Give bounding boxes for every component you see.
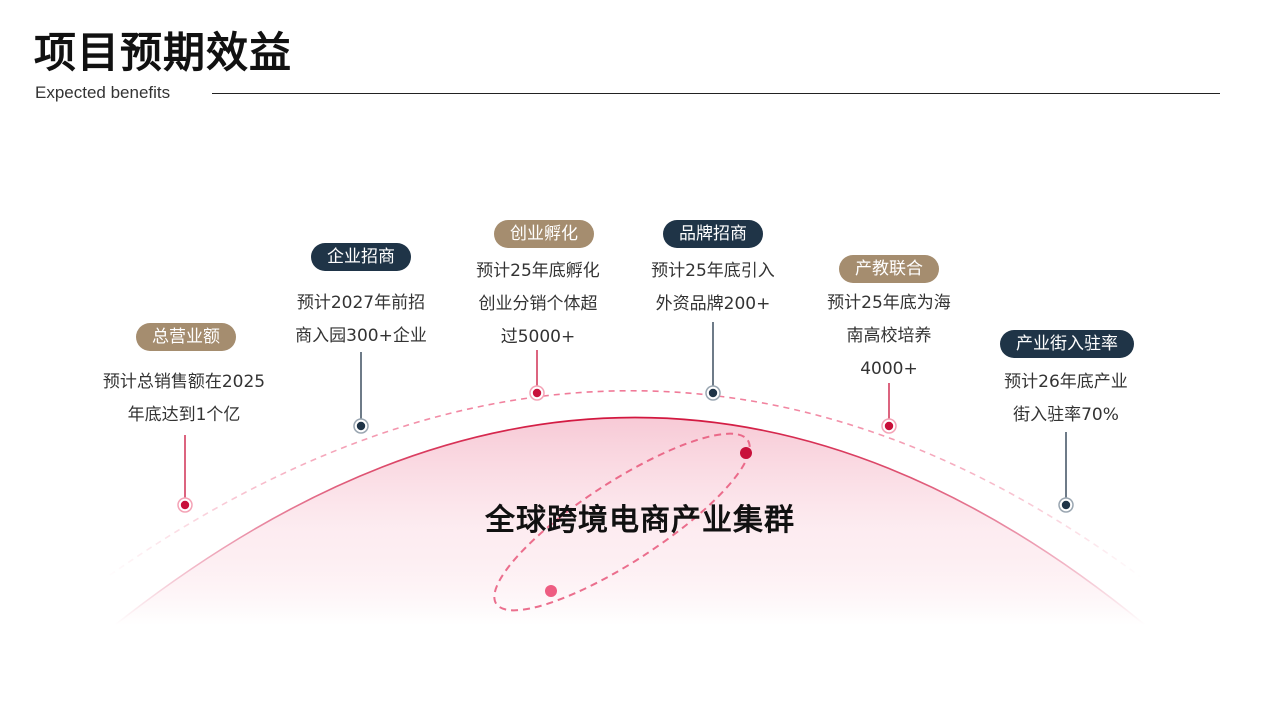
desc-line: 商入园300+企业	[295, 326, 427, 346]
desc-enterprise-investment: 预计2027年前招 商入园300+企业	[261, 287, 461, 353]
dome-outline	[114, 416, 1146, 626]
badge-occupancy-rate: 产业街入驻率	[1000, 330, 1134, 358]
cluster-title: 全球跨境电商产业集群	[485, 503, 795, 538]
marker-dot	[532, 388, 542, 398]
desc-line: 外资品牌200+	[655, 294, 771, 314]
desc-line: 预计25年底引入	[651, 261, 775, 281]
desc-brand-investment: 预计25年底引入 外资品牌200+	[613, 255, 813, 321]
badge-enterprise-investment: 企业招商	[311, 243, 411, 271]
desc-line: 预计2027年前招	[296, 293, 426, 313]
desc-line: 预计26年底产业	[1004, 372, 1128, 392]
orbit-ellipse	[493, 432, 751, 612]
desc-occupancy-rate: 预计26年底产业 街入驻率70%	[966, 366, 1166, 432]
badge-startup-incubation: 创业孵化	[494, 220, 594, 248]
marker-dot	[1061, 500, 1071, 510]
page-title: 项目预期效益	[34, 28, 293, 77]
desc-line: 年底达到1个亿	[127, 405, 241, 425]
desc-line: 街入驻率70%	[1013, 405, 1119, 425]
page-subtitle: Expected benefits	[35, 83, 171, 102]
marker-dot	[884, 421, 894, 431]
orbit-dot-bottom	[545, 585, 557, 597]
desc-line: 南高校培养	[846, 326, 932, 346]
desc-line: 4000+	[860, 359, 918, 379]
desc-line: 预计总销售额在2025	[102, 372, 266, 392]
desc-line: 预计25年底为海	[827, 293, 951, 313]
desc-line: 过5000+	[500, 327, 576, 347]
dome	[115, 417, 1145, 625]
badge-brand-investment: 品牌招商	[663, 220, 763, 248]
badge-total-revenue: 总营业额	[136, 323, 236, 351]
desc-line: 预计25年底孵化	[476, 261, 600, 281]
marker-dot	[180, 500, 190, 510]
desc-total-revenue: 预计总销售额在2025 年底达到1个亿	[84, 366, 284, 432]
desc-startup-incubation: 预计25年底孵化 创业分销个体超 过5000+	[438, 255, 638, 354]
desc-industry-education: 预计25年底为海 南高校培养 4000+	[789, 287, 989, 386]
orbit-dot-top	[740, 447, 752, 459]
outer-dashed-arc	[109, 390, 1143, 579]
desc-line: 创业分销个体超	[478, 294, 598, 314]
marker-dot	[356, 421, 366, 431]
badge-industry-education: 产教联合	[839, 255, 939, 283]
marker-dot	[708, 388, 718, 398]
header-divider	[212, 93, 1220, 94]
